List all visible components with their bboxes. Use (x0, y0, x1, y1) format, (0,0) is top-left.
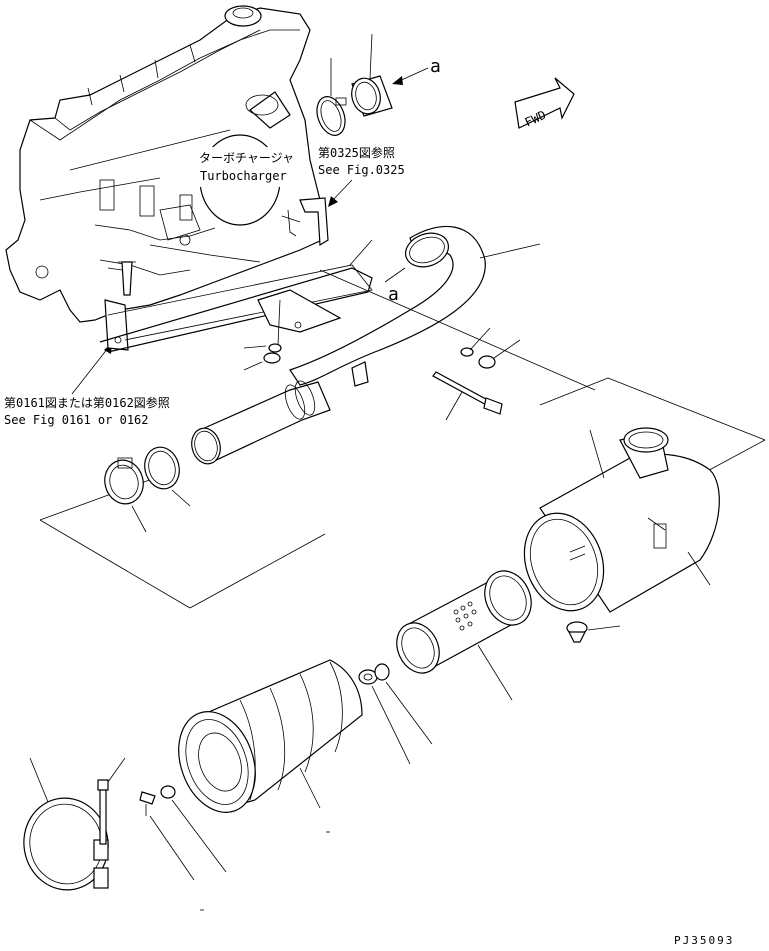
primary-element (178, 659, 363, 813)
wing-nut-washer (358, 663, 433, 765)
element-bolt-washer (139, 785, 227, 881)
ref-0161-en: See Fig 0161 or 0162 (4, 413, 149, 427)
mark-a-top: a (430, 56, 441, 77)
intake-elbow (289, 225, 541, 387)
air-cleaner-body (523, 427, 720, 613)
mount-band (23, 757, 126, 891)
support-bracket: a (99, 197, 406, 353)
leader-lines (39, 269, 766, 609)
lower-clamps (104, 446, 191, 533)
drawing-code: PJ35093 (674, 934, 734, 947)
ref-0325-en: See Fig.0325 (318, 163, 405, 177)
fwd-arrow: FWD (514, 77, 575, 130)
ref-0325-callout: 第0325図参照 See Fig.0325 (318, 145, 405, 207)
top-hose-clamp (316, 58, 347, 136)
mark-a-mid: a (388, 284, 399, 305)
top-hose: a (351, 33, 441, 117)
ref-0325-jp: 第0325図参照 (318, 145, 395, 160)
turbo-label-jp: ターボチャージャ (199, 151, 294, 165)
tick-marks (200, 831, 330, 911)
elbow-hardware (243, 299, 521, 421)
safety-element (396, 570, 532, 701)
ref-0161-jp: 第0161図または第0162図参照 (4, 395, 170, 410)
turbocharger-callout: ターボチャージャ Turbocharger (196, 147, 308, 187)
outlet-tube (191, 380, 331, 465)
ref-0161-callout: 第0161図または第0162図参照 See Fig 0161 or 0162 (4, 343, 170, 427)
vacuator-valve (566, 621, 621, 643)
turbo-label-en: Turbocharger (200, 169, 287, 183)
